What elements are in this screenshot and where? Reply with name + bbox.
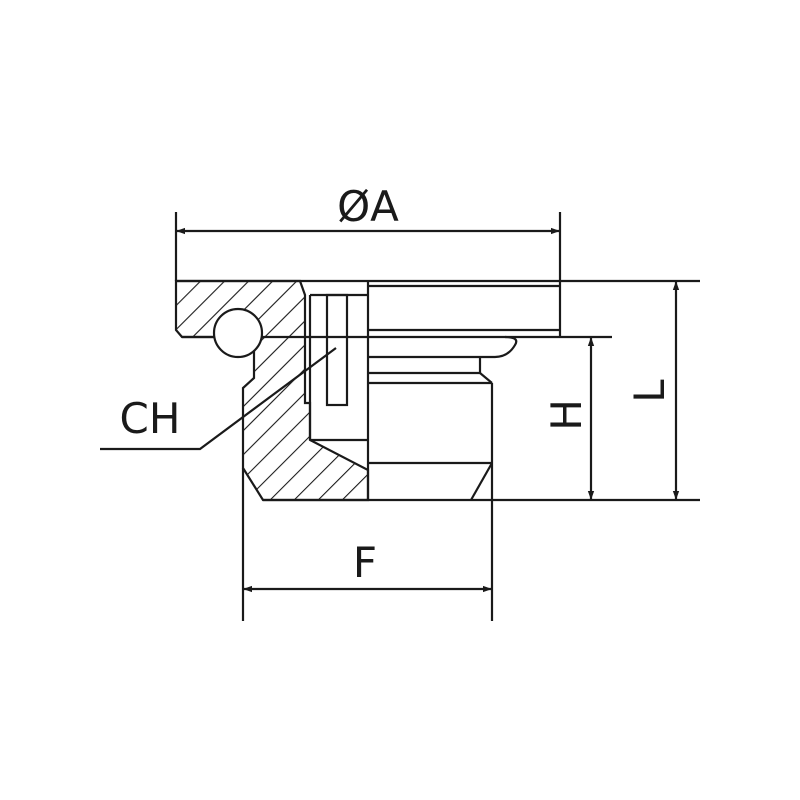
label-l: L xyxy=(625,379,674,403)
label-f: F xyxy=(353,538,377,587)
part-outline xyxy=(176,279,700,502)
dimension-diameter-a xyxy=(174,212,562,281)
label-h: H xyxy=(542,399,591,431)
label-diameter-a: ØA xyxy=(337,182,399,231)
o-ring xyxy=(212,307,264,359)
hatched-section xyxy=(174,279,370,502)
dimension-f xyxy=(241,468,494,621)
label-ch: CH xyxy=(120,394,181,443)
slot xyxy=(325,293,349,407)
ch-leader-line xyxy=(100,347,337,451)
